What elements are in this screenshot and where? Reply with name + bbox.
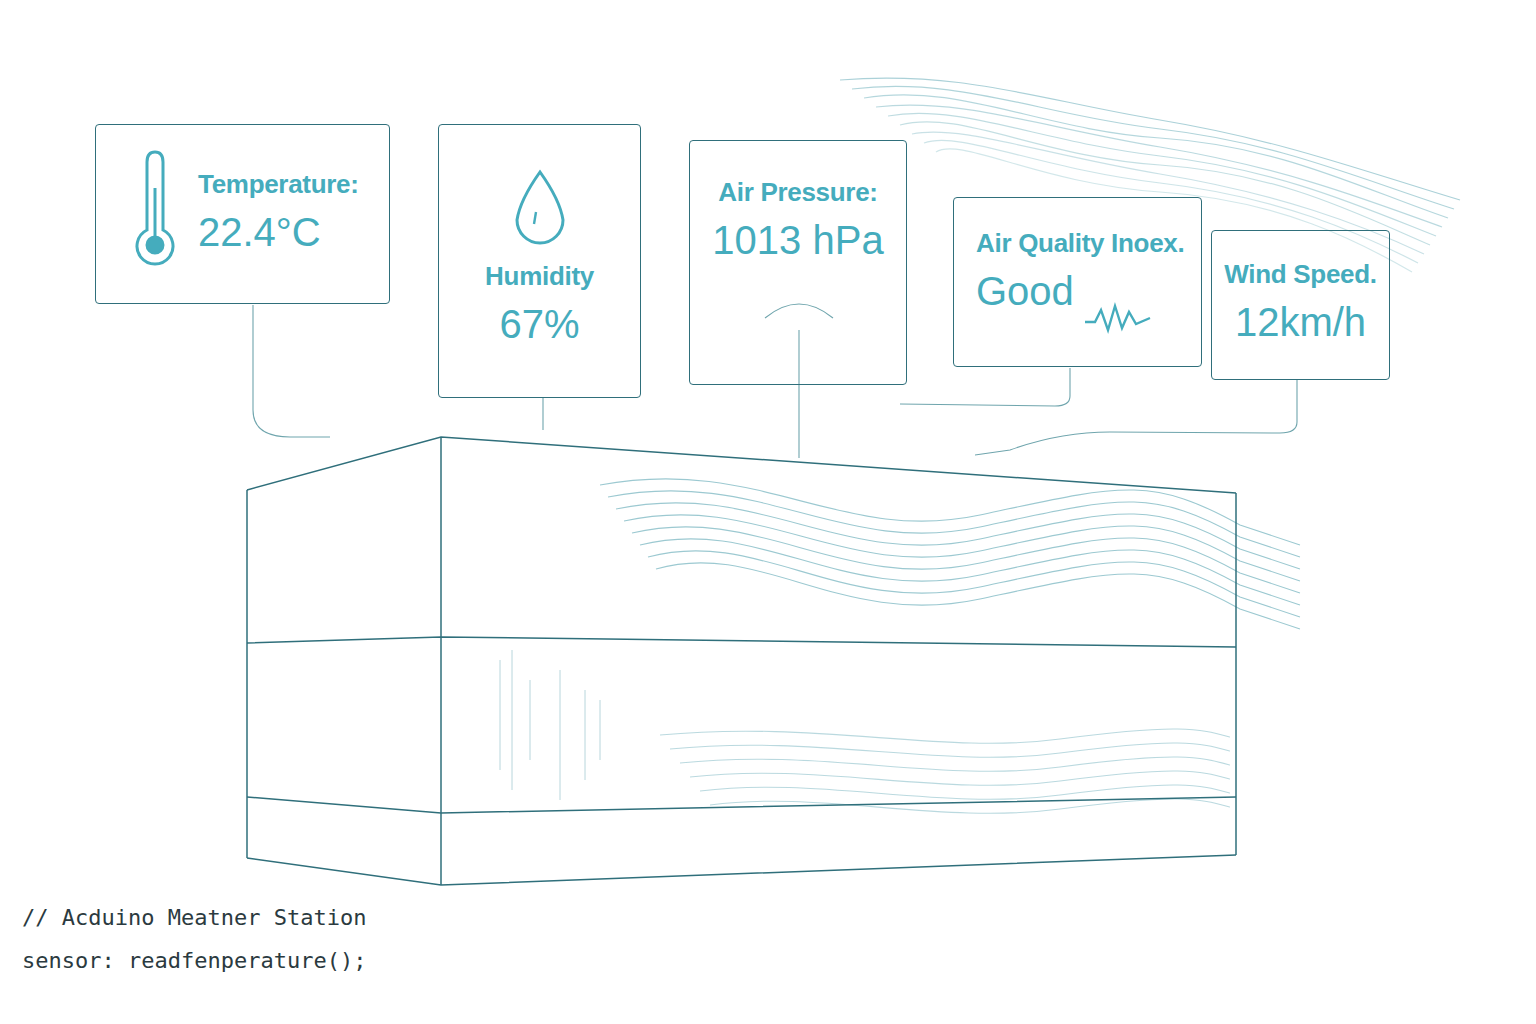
wind-speed-card: Wind Speed. 12km/h (1211, 230, 1390, 380)
wind-stroke (648, 551, 1300, 617)
wind-stroke (640, 539, 1300, 605)
wind-stroke (608, 491, 1300, 557)
reading-value: 22.4°C (198, 210, 321, 255)
air-quality-card: Air Quality Inoex. Good (953, 197, 1202, 367)
code-line: sensor: readfenperature(); (22, 948, 366, 973)
card-title: Wind Speed. (1224, 259, 1376, 290)
reading-value: 67% (499, 302, 579, 347)
droplet-icon (517, 172, 563, 243)
card-title: Air Pressure: (718, 177, 877, 208)
wind-stroke (656, 563, 1300, 629)
wind-stroke (632, 527, 1300, 593)
wind-stroke (624, 515, 1300, 581)
station-housing (247, 437, 1236, 885)
wind-stroke (680, 757, 1230, 771)
wind-stroke (876, 105, 1442, 227)
code-comment: // Acduino Meatner Station (22, 905, 366, 930)
wind-stroke (852, 86, 1454, 209)
wind-stroke (690, 771, 1230, 785)
humidity-card: Humidity 67% (438, 124, 641, 398)
pressure-card: Air Pressure: 1013 hPa (689, 140, 907, 385)
card-title: Humidity (485, 261, 594, 292)
card-title: Temperature: (198, 169, 359, 200)
wind-stroke (864, 95, 1448, 218)
wind-stroke (670, 743, 1230, 757)
air-quality-wave (1085, 306, 1150, 330)
wind-lines (840, 78, 1460, 272)
temperature-card: Temperature: 22.4°C (95, 124, 390, 304)
wind-stroke (936, 149, 1412, 272)
thermometer-icon (137, 152, 173, 264)
reading-value: 1013 hPa (712, 218, 883, 263)
wind-stroke (660, 729, 1230, 743)
reading-value: 12km/h (1235, 300, 1366, 345)
wind-stroke (700, 785, 1230, 799)
reading-value: Good (976, 269, 1074, 314)
wind-stroke (600, 479, 1300, 545)
wind-stroke (616, 503, 1300, 569)
card-title: Air Quality Inoex. (976, 228, 1184, 259)
housing-hatching (500, 650, 600, 800)
leader-lines (253, 304, 1297, 458)
